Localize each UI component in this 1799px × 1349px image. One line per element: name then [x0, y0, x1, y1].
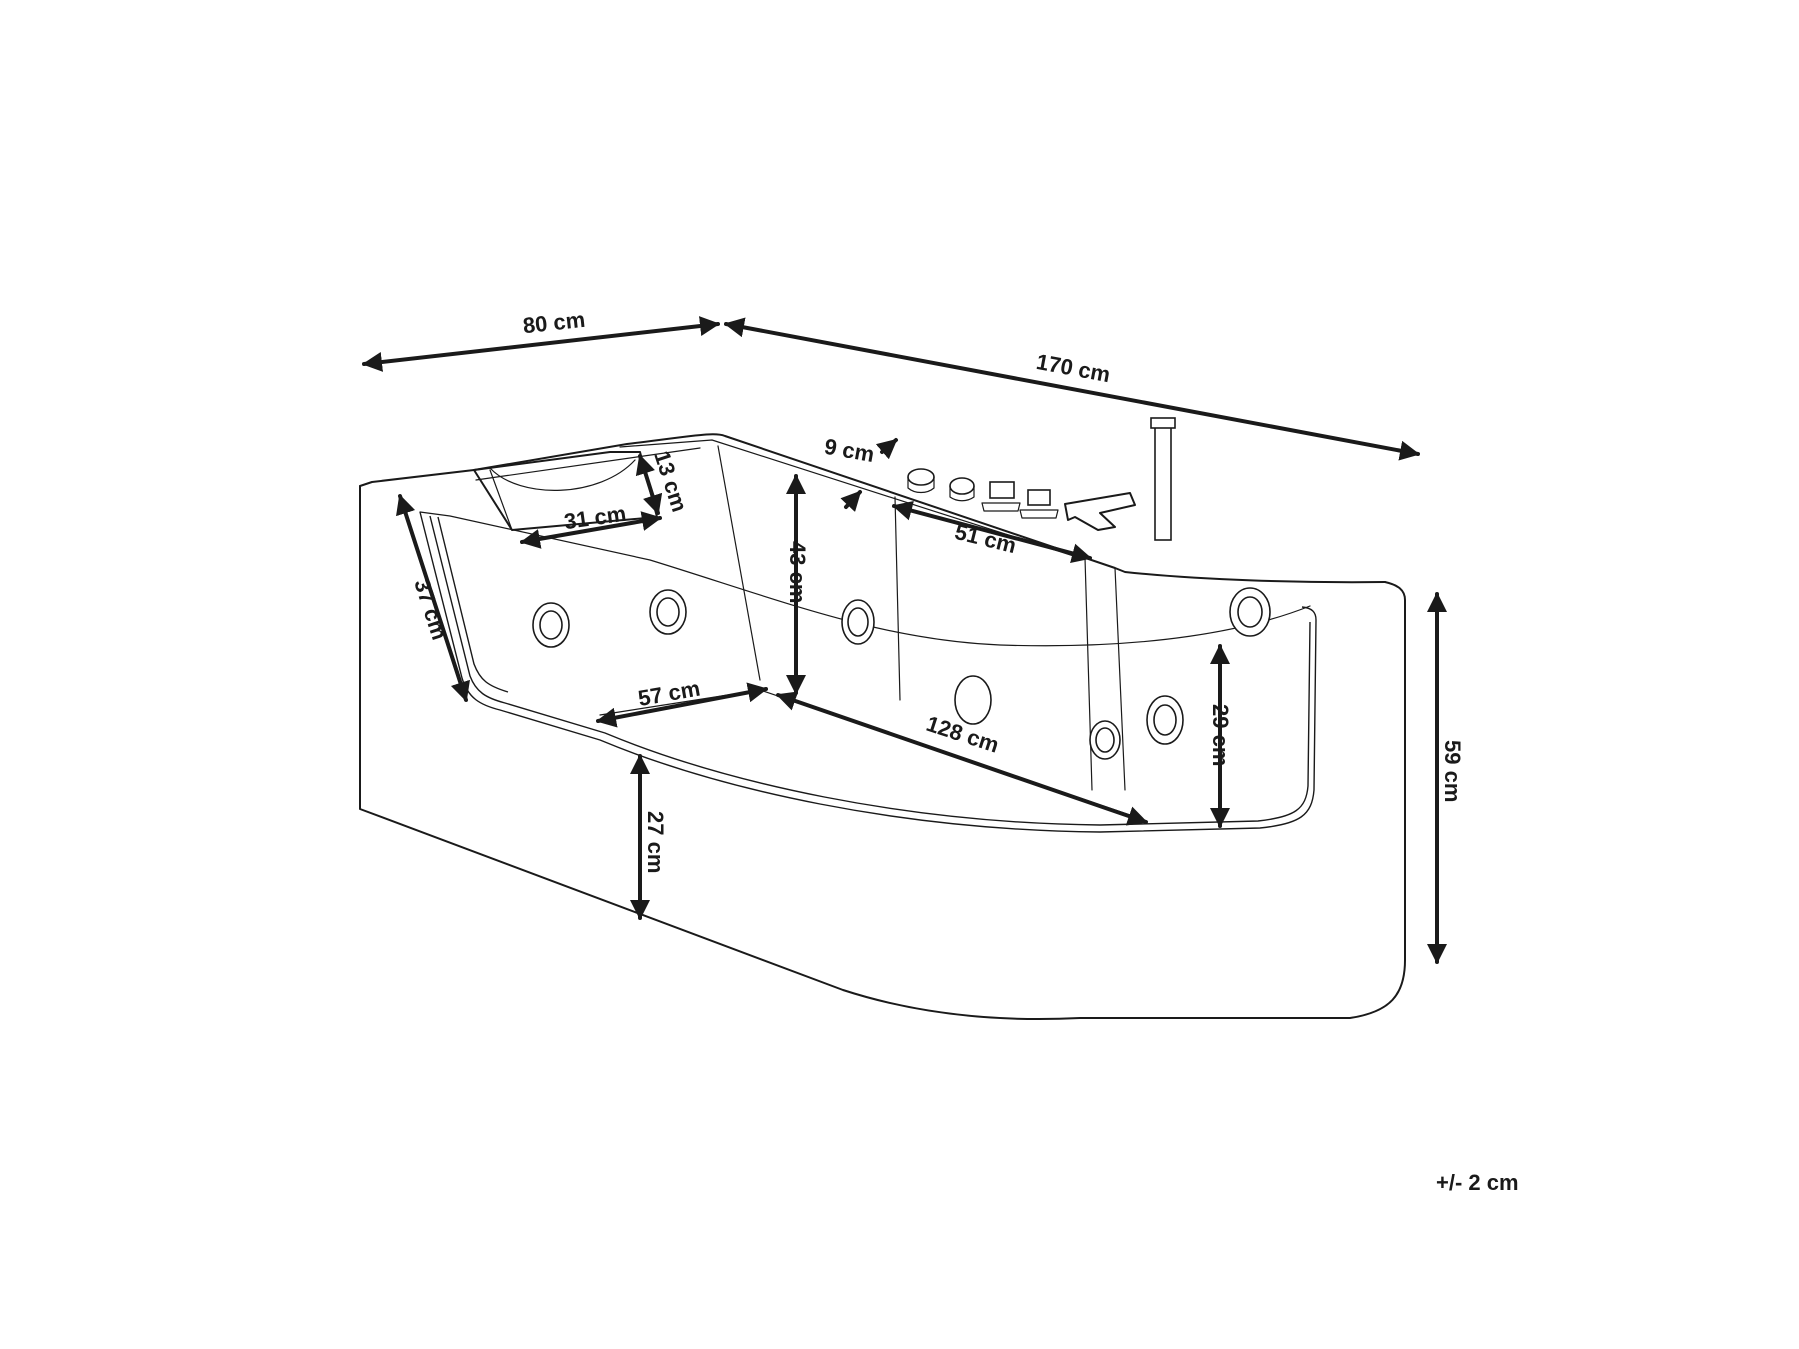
label-59: 59 cm: [1440, 740, 1465, 802]
label-170: 170 cm: [1034, 349, 1112, 387]
dimension-line-9a: [875, 438, 898, 460]
dimension-line-128: [776, 691, 1148, 826]
control-knob-icon: [907, 468, 935, 486]
dimension-line-9b: [840, 490, 862, 512]
tub-rim-left: [359, 469, 475, 487]
label-9: 9 cm: [822, 434, 876, 467]
label-43: 43 cm: [785, 541, 810, 603]
dimension-lines: [362, 316, 1447, 964]
glass-panel: [419, 511, 1317, 833]
label-31: 31 cm: [562, 501, 627, 534]
dimension-line-80: [362, 316, 720, 372]
bathtub-drawing: [359, 417, 1406, 1021]
massage-jets: [532, 587, 1271, 760]
dimension-line-51: [892, 500, 1092, 564]
label-37: 37 cm: [409, 576, 452, 643]
tolerance-note: +/- 2 cm: [1436, 1170, 1519, 1195]
label-27: 27 cm: [643, 811, 668, 873]
label-51: 51 cm: [952, 519, 1019, 558]
tub-back-rim: [473, 433, 1386, 584]
dimension-line-37: [396, 494, 470, 702]
dimension-line-13: [635, 454, 663, 515]
control-knob-icon: [949, 477, 975, 495]
control-button-icon: [989, 481, 1015, 499]
shower-handle-icon: [1154, 424, 1172, 541]
dimension-line-170: [724, 317, 1420, 461]
control-button-icon: [1027, 489, 1051, 506]
label-57: 57 cm: [636, 676, 702, 711]
glass-top-edge: [419, 511, 1311, 647]
faucet-icon: [1064, 492, 1136, 531]
dimension-line-31: [520, 511, 662, 549]
label-29: 29 cm: [1208, 704, 1233, 766]
jet-icon: [954, 675, 992, 725]
tub-front-panel: [359, 485, 1406, 1021]
label-80: 80 cm: [522, 307, 587, 338]
dimension-line-57: [596, 682, 768, 728]
